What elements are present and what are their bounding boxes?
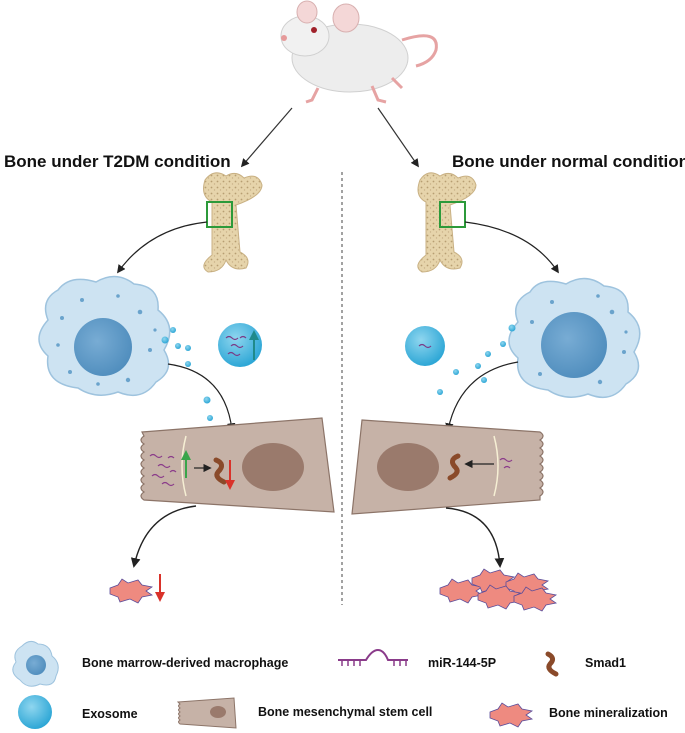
- legend-bmsc-label: Bone mesenchymal stem cell: [258, 705, 432, 719]
- legend-exosome-label: Exosome: [82, 707, 138, 721]
- exosome-icon-right: [405, 326, 445, 366]
- left-title: Bone under T2DM condition: [4, 152, 231, 171]
- femur-bone-icon-left: [203, 172, 263, 273]
- legend-mineral-icon: [489, 702, 534, 728]
- mineral-crystal-icon-left: [109, 574, 165, 604]
- macrophage-cell-icon-right: [508, 277, 641, 399]
- mouse-icon: [280, 0, 438, 104]
- exosome-icon-left: [218, 323, 262, 367]
- legend: Bone marrow-derived macrophage miR-144-5…: [12, 640, 668, 729]
- macrophage-cell-icon-left: [38, 275, 171, 397]
- legend-smad-icon: [545, 651, 559, 677]
- mineral-crystal-cluster-right: [439, 568, 558, 612]
- stem-cell-icon-right: [351, 419, 544, 515]
- exosome-dots-left: [161, 327, 213, 441]
- right-title: Bone under normal condition: [452, 152, 685, 171]
- legend-bmsc-icon: [176, 697, 237, 729]
- legend-mineralization-label: Bone mineralization: [549, 706, 668, 720]
- legend-macrophage-icon: [12, 640, 59, 687]
- legend-smad-label: Smad1: [585, 656, 626, 670]
- legend-mirna-label: miR-144-5P: [428, 656, 496, 670]
- femur-bone-icon-right: [417, 172, 477, 273]
- legend-exosome-icon: [18, 695, 52, 729]
- legend-mirna-icon: [338, 648, 408, 666]
- legend-macrophage-label: Bone marrow-derived macrophage: [82, 656, 288, 670]
- stem-cell-icon-left: [140, 417, 335, 513]
